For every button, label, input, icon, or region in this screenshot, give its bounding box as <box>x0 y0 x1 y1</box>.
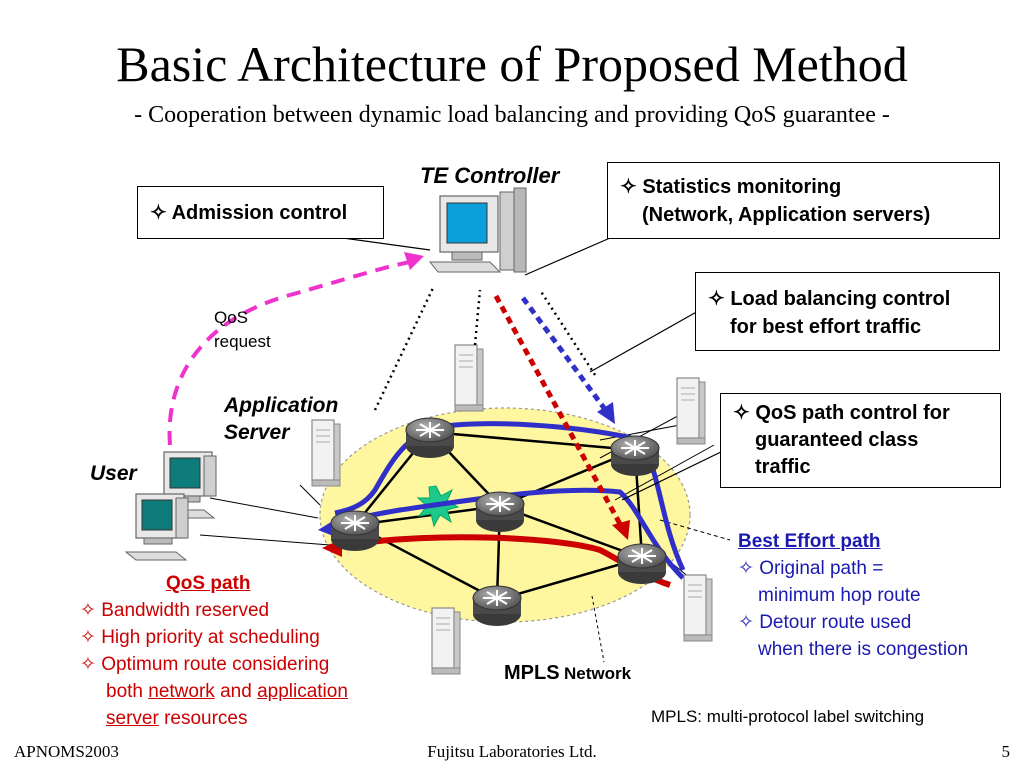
te-controller-computer-icon <box>428 187 527 273</box>
best-effort-item1b: minimum hop route <box>758 585 921 606</box>
admission-control-callout: ✧ Admission control <box>137 186 384 239</box>
page-number: 5 <box>1001 742 1011 761</box>
qos-path-text: resources <box>158 708 248 729</box>
router-icon <box>472 585 522 627</box>
mpls-network-label: MPLS Network <box>504 660 631 688</box>
qos-path-item3-line2: both network and application <box>80 678 348 705</box>
user-pc-icon <box>125 493 189 561</box>
qos-path-text: both <box>106 681 149 702</box>
best-effort-legend: Best Effort path ✧ Original path = minim… <box>738 528 968 663</box>
slide-title: Basic Architecture of Proposed Method <box>116 36 908 92</box>
slide-subtitle: - Cooperation between dynamic load balan… <box>134 102 890 128</box>
qos-request-line1: QoS <box>214 308 249 327</box>
qos-path-control-line1: ✧ QoS path control for <box>733 402 950 424</box>
best-effort-item2b: when there is congestion <box>758 639 969 660</box>
qos-path-control-callout: ✧ QoS path control for guaranteed class … <box>720 393 1001 488</box>
router-icon <box>405 417 455 459</box>
server-icon <box>683 574 713 642</box>
qos-path-item3: ✧ Optimum route considering <box>80 654 330 675</box>
qos-path-item2: ✧ High priority at scheduling <box>80 627 320 648</box>
application-server-label-line2: Server <box>224 421 290 444</box>
user-label: User <box>90 462 137 485</box>
best-effort-item1: ✧ Original path = <box>738 558 884 579</box>
qos-path-control-line3: traffic <box>755 456 811 478</box>
server-link[interactable]: server <box>106 708 159 729</box>
mpls-bold-text: MPLS <box>504 662 560 684</box>
router-icon <box>617 543 667 585</box>
blue-control-arrowhead <box>597 402 615 424</box>
network-link[interactable]: network <box>148 681 215 702</box>
application-link[interactable]: application <box>257 681 348 702</box>
statistics-monitoring-callout: ✧ Statistics monitoring (Network, Applic… <box>607 162 1000 239</box>
best-effort-detour-path <box>334 421 686 572</box>
router-icon <box>330 510 380 552</box>
load-balancing-line2: for best effort traffic <box>730 316 922 338</box>
mpls-note: MPLS: multi-protocol label switching <box>651 707 925 726</box>
qos-path-item1: ✧ Bandwidth reserved <box>80 600 270 621</box>
qos-path-control-line2: guaranteed class <box>755 429 919 451</box>
server-icon <box>431 607 461 675</box>
admission-control-text: ✧ Admission control <box>150 202 348 224</box>
footer-left: APNOMS2003 <box>14 742 119 761</box>
server-icon <box>676 377 706 445</box>
server-icon <box>454 344 484 412</box>
te-controller-label: TE Controller <box>420 163 560 188</box>
qos-request-label: QoS request <box>214 306 271 354</box>
application-server-label-line1: Application <box>224 394 339 417</box>
router-icon <box>610 435 660 477</box>
qos-request-arrow <box>167 260 411 446</box>
mpls-network-text: Network <box>564 664 632 683</box>
qos-path-legend: QoS path ✧ Bandwidth reserved ✧ High pri… <box>80 570 348 732</box>
qos-path-item3-line3: server resources <box>80 705 348 732</box>
best-effort-item2: ✧ Detour route used <box>738 612 912 633</box>
statistics-line2: (Network, Application servers) <box>642 204 931 226</box>
qos-path-text: and <box>214 681 258 702</box>
statistics-line1: ✧ Statistics monitoring <box>620 176 842 198</box>
load-balancing-callout: ✧ Load balancing control for best effort… <box>695 272 1000 351</box>
load-balancing-line1: ✧ Load balancing control <box>708 288 951 310</box>
application-server-label: Application Server <box>224 392 338 446</box>
router-icon <box>475 491 525 533</box>
qos-path-heading: QoS path <box>166 573 251 594</box>
red-control-arrowhead <box>612 520 630 540</box>
qos-request-line2: request <box>214 332 271 351</box>
best-effort-heading: Best Effort path <box>738 531 881 552</box>
footer-center: Fujitsu Laboratories Ltd. <box>427 742 597 761</box>
